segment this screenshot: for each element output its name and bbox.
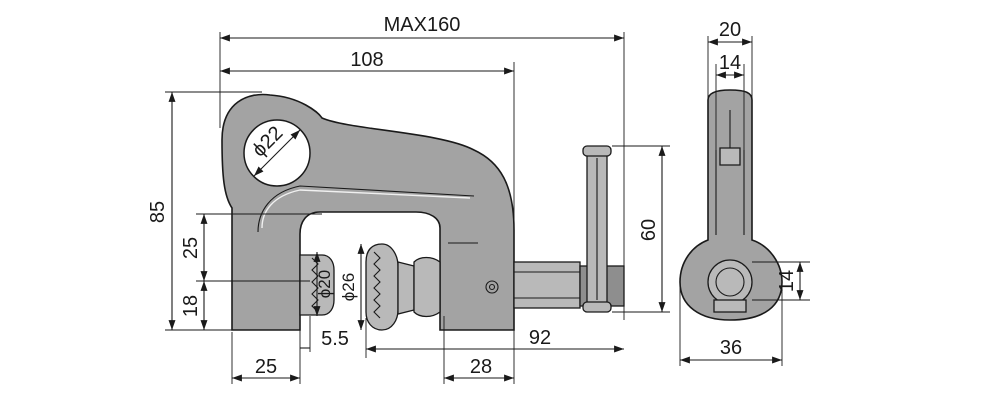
dim-side-base-width: 36 <box>720 337 742 359</box>
dim-jaw-width: 25 <box>255 356 277 378</box>
dim-side-inner-width: 14 <box>719 52 741 74</box>
dim-jaw-depth: 25 <box>180 237 202 259</box>
dim-height: 85 <box>147 201 169 223</box>
dim-pad-dia-swivel: ϕ26 <box>339 273 358 301</box>
dim-side-hole-height: 14 <box>776 270 798 292</box>
dim-gap: 5.5 <box>321 328 349 350</box>
clamp-side-view <box>679 89 783 321</box>
swivel-pad <box>365 243 441 331</box>
side-pad <box>707 259 753 305</box>
dim-max-opening: MAX160 <box>384 14 461 36</box>
dim-overall-length: 108 <box>350 49 383 71</box>
dim-side-width-top: 20 <box>719 19 741 41</box>
dim-pad-dia-fixed: ϕ20 <box>315 270 334 298</box>
t-handle <box>582 145 612 313</box>
dim-screw-length: 92 <box>529 327 551 349</box>
dim-screw-offset: 28 <box>470 356 492 378</box>
dim-handle-length: 60 <box>638 219 660 241</box>
clamp-front-view <box>221 93 625 331</box>
screw-shaft <box>513 261 581 309</box>
dim-jaw-bottom: 18 <box>180 295 202 317</box>
